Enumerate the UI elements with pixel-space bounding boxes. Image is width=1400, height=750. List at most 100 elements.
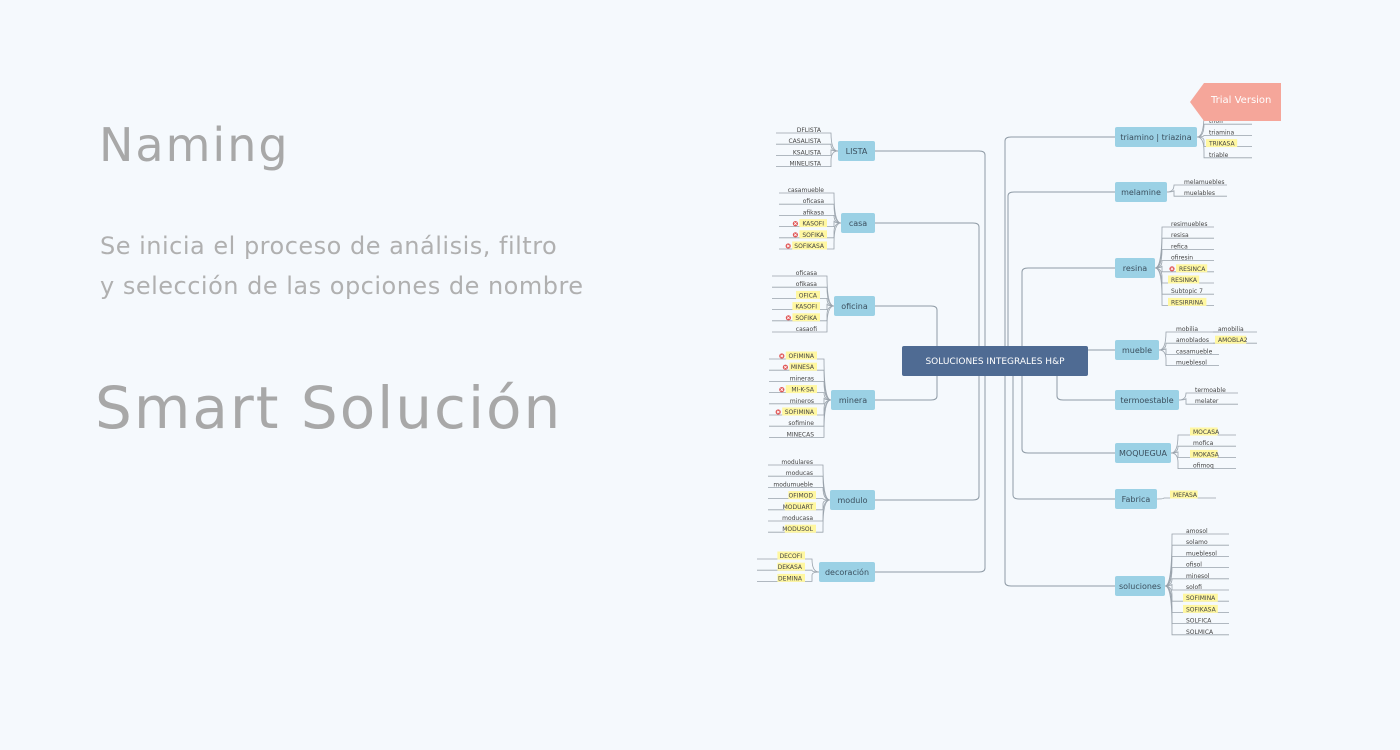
remove-icon-mark xyxy=(1170,267,1174,271)
topic-label-modulo: modulo xyxy=(838,496,868,505)
leaf-connector xyxy=(1166,190,1227,197)
leaf-label: oficasa xyxy=(796,270,818,277)
trial-watermark: Trial Version xyxy=(1190,83,1281,121)
branch-connector-minera xyxy=(875,360,938,401)
topic-label-triamino-triazina: triamino | triazina xyxy=(1120,133,1191,142)
leaf-connector xyxy=(1178,398,1238,405)
topic-label-mueble: mueble xyxy=(1122,346,1152,355)
leaf-label: solamo xyxy=(1186,539,1208,546)
leaf-highlight xyxy=(784,502,816,511)
leaf-label: DEKASA xyxy=(778,564,803,571)
leaf-label: mineras xyxy=(790,375,814,382)
leaf-label: TRIKASA xyxy=(1208,141,1235,148)
leaf-connector xyxy=(1154,267,1214,306)
mind-map-nodes: SOLUCIONES INTEGRALES H&PLISTADFLISTACAS… xyxy=(773,107,1247,636)
topic-box-termoestable xyxy=(1115,390,1179,410)
leaf-label: trioff xyxy=(1209,118,1224,125)
leaf-label: Subtopic 7 xyxy=(1171,288,1203,295)
leaf-child-label: AMOBLA2 xyxy=(1218,337,1248,344)
trial-badge-shape xyxy=(1190,83,1281,121)
remove-icon-mark xyxy=(793,222,797,226)
leaf-label: refica xyxy=(1171,243,1188,250)
leaf-label: DECOFI xyxy=(779,553,802,560)
leaf-connector xyxy=(769,399,832,438)
remove-icon-mark xyxy=(776,410,780,414)
leaf-label: DFLISTA xyxy=(797,127,822,134)
leaf-highlight xyxy=(1190,427,1218,436)
leaf-label: melater xyxy=(1195,398,1219,405)
topic-box-fabrica xyxy=(1115,489,1157,509)
leaf-label: ofimoq xyxy=(1193,463,1214,470)
leaf-label: SOLMICA xyxy=(1186,629,1214,636)
leaf-highlight xyxy=(785,385,817,394)
topic-label-lista: LISTA xyxy=(846,147,868,156)
branch-connector-triamino-triazina xyxy=(1004,136,1115,362)
leaf-highlight xyxy=(784,524,816,533)
leaf-label: afikasa xyxy=(803,209,825,216)
topic-label-minera: minera xyxy=(839,396,867,405)
topic-label-resina: resina xyxy=(1123,264,1147,273)
leaf-highlight xyxy=(792,241,827,250)
leaf-highlight xyxy=(1183,604,1218,613)
leaf-highlight xyxy=(796,290,820,299)
branch-connector-moquegua xyxy=(1021,360,1115,454)
leaf-connector xyxy=(768,499,831,533)
topic-label-termoestable: termoestable xyxy=(1120,396,1173,405)
leaf-highlight xyxy=(789,362,817,371)
leaf-label: mobilia xyxy=(1176,326,1198,333)
branch-connector-melamine xyxy=(1007,191,1115,362)
leaf-label: SOFIMINA xyxy=(1186,595,1216,602)
leaf-label: moducas xyxy=(786,470,813,477)
leaf-connector xyxy=(1196,136,1252,159)
topic-box-casa xyxy=(841,213,875,233)
branch-connector-resina xyxy=(1021,267,1115,362)
branch-connector-oficina xyxy=(875,305,938,362)
leaf-label: MINESA xyxy=(791,364,815,371)
branch-connector-fabrica xyxy=(1012,360,1115,500)
leaf-connector xyxy=(1164,585,1229,636)
leaf-label: solofi xyxy=(1186,584,1202,591)
leaf-highlight xyxy=(782,407,817,416)
leaf-label: amoblados xyxy=(1176,337,1209,344)
branch-connector-casa xyxy=(875,222,980,362)
topic-box-oficina xyxy=(834,296,875,316)
leaf-connector xyxy=(757,571,820,582)
leaf-label: MI-K-SA xyxy=(791,387,815,394)
leaf-highlight xyxy=(777,562,805,571)
leaf-label: SOFIKASA xyxy=(794,243,825,250)
brand-name: Smart Solución xyxy=(95,374,563,442)
leaf-label: MEFASA xyxy=(1173,492,1198,499)
remove-icon-mark xyxy=(786,316,790,320)
leaf-label: KASOFI xyxy=(795,304,817,311)
topic-label-casa: casa xyxy=(849,219,867,228)
topic-box-moquegua xyxy=(1115,443,1171,463)
leaf-child-label: amobilia xyxy=(1218,326,1244,333)
leaf-label: CASALISTA xyxy=(788,138,821,145)
leaf-label: SOFIKA xyxy=(802,232,825,239)
leaf-highlight xyxy=(785,351,817,360)
leaf-label: muelables xyxy=(1184,190,1215,197)
leaf-connector xyxy=(772,305,835,333)
leaf-highlight xyxy=(777,551,805,560)
leaf-label: amosol xyxy=(1186,528,1208,535)
leaf-highlight xyxy=(1170,490,1198,499)
leaf-highlight xyxy=(1168,297,1207,306)
leaf-label: OFIMOD xyxy=(789,493,814,500)
leaf-label: RESINKA xyxy=(1171,277,1198,284)
leaf-label: ofisol xyxy=(1186,562,1202,569)
leaf-label: MOKASA xyxy=(1193,451,1220,458)
leaf-highlight xyxy=(1176,264,1208,273)
leaf-connector xyxy=(1156,497,1216,500)
leaf-connector xyxy=(1170,452,1236,469)
leaf-highlight xyxy=(792,313,820,322)
leaf-label: ofiresin xyxy=(1171,255,1193,262)
topic-label-melamine: melamine xyxy=(1121,188,1161,197)
leaf-label: termoable xyxy=(1195,387,1226,394)
branch-connector-modulo xyxy=(875,360,980,501)
leaf-highlight xyxy=(799,219,827,228)
leaf-label: mineros xyxy=(790,398,814,405)
leaf-label: mueblesol xyxy=(1176,360,1207,367)
leaf-label: MINELISTA xyxy=(790,161,822,168)
branch-connector-soluciones xyxy=(1004,360,1115,587)
